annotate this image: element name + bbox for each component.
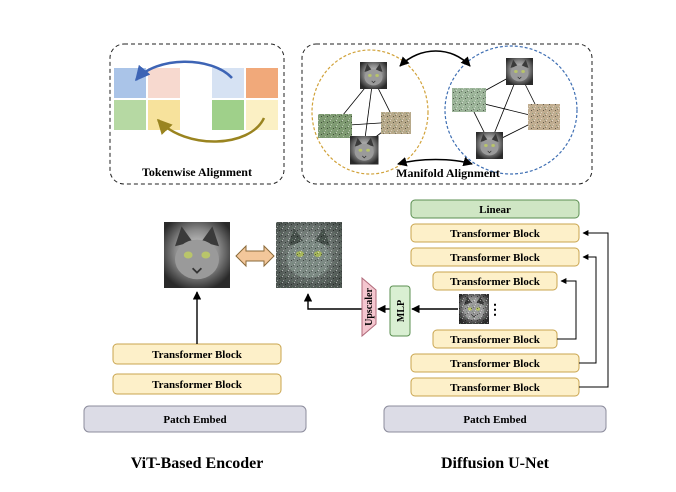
cat-photo-icon: [381, 112, 411, 134]
unet-block-up-1: [410, 223, 580, 243]
encoder-block-2: [112, 373, 282, 395]
blue-alignment-arrow: [135, 60, 233, 82]
unet-patch-embed-label: Patch Embed: [463, 414, 526, 426]
encoder-block-label: Transformer Block: [152, 349, 243, 361]
unet-patch-embed: [383, 405, 607, 433]
unet-block-label: Transformer Block: [450, 334, 541, 346]
manifold-circle-left: [311, 49, 429, 175]
upscaler-label: Upscaler: [364, 288, 375, 326]
unet-block-up-3: [432, 271, 558, 291]
double-arrow-bottom: [397, 156, 473, 167]
upscaler-module: Upscaler: [361, 276, 377, 338]
unet-block-label: Transformer Block: [450, 382, 541, 394]
manifold-alignment-title: Manifold Alignment: [396, 166, 500, 180]
manifold-alignment-panel: Manifold Alignment: [301, 43, 593, 185]
noisy-cat-photo-icon: [458, 293, 490, 325]
mlp-module: MLP: [389, 285, 411, 337]
unet-block-label: Transformer Block: [450, 228, 541, 240]
cat-photo-icon: [452, 88, 486, 112]
unet-block-label: Transformer Block: [450, 358, 541, 370]
encoder-patch-embed: [83, 405, 307, 433]
token-grid-left: [114, 68, 180, 130]
unet-block-up-2: [410, 247, 580, 267]
olive-alignment-arrow: [156, 117, 266, 143]
encoder-title: ViT-Based Encoder: [131, 455, 264, 472]
unet-linear: [410, 199, 580, 219]
cat-photo-icon: [349, 135, 379, 165]
vit-encoder: Patch Embed Transformer Block Transforme…: [83, 221, 307, 472]
unet-ellipsis: ⋮: [488, 303, 502, 318]
unet-linear-label: Linear: [479, 204, 511, 216]
encoder-block-label: Transformer Block: [152, 379, 243, 391]
unet-block-label: Transformer Block: [450, 276, 541, 288]
tokenwise-alignment-title: Tokenwise Alignment: [142, 165, 252, 179]
double-arrow-icon: [235, 244, 275, 268]
unet-title: Diffusion U-Net: [441, 455, 550, 472]
manifold-circle-right: [444, 45, 578, 175]
cat-photo-icon: [475, 131, 504, 160]
cat-photo-icon: [359, 61, 388, 90]
token-grid-right: [212, 68, 278, 130]
cat-photo-icon: [318, 114, 352, 138]
skip-connections: [557, 230, 609, 388]
cat-photo-icon: [505, 57, 534, 86]
double-arrow-top: [399, 50, 471, 67]
mlp-label: MLP: [396, 300, 407, 322]
tokenwise-alignment-panel: Tokenwise Alignment: [109, 43, 285, 185]
encoder-patch-embed-label: Patch Embed: [163, 414, 226, 426]
unet-block-label: Transformer Block: [450, 252, 541, 264]
diffusion-unet: Linear Transformer Block Transformer Blo…: [383, 199, 609, 472]
noisy-cat-photo-icon: [276, 222, 342, 288]
cat-photo-icon: [163, 221, 231, 289]
cat-photo-icon: [528, 104, 560, 130]
